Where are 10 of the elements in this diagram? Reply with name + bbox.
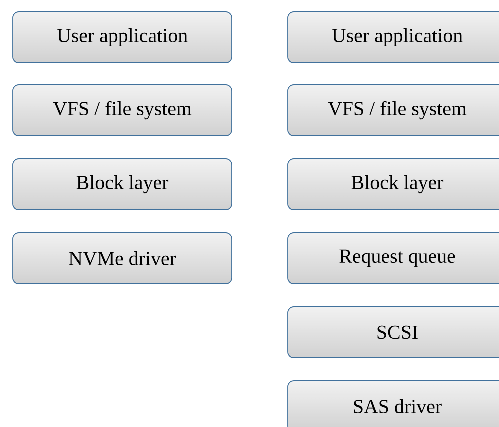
layer-box: User application — [288, 12, 499, 64]
layer-box: NVMe driver — [12, 232, 232, 284]
layer-box: SAS driver — [288, 380, 499, 427]
layer-box: VFS / file system — [288, 84, 499, 136]
layer-box: VFS / file system — [12, 84, 232, 136]
layer-box: Block layer — [288, 158, 499, 210]
layer-box: User application — [12, 12, 232, 64]
layer-box: SCSI — [288, 306, 499, 358]
layer-box: Request queue — [288, 232, 499, 284]
layer-box: Block layer — [12, 158, 232, 210]
